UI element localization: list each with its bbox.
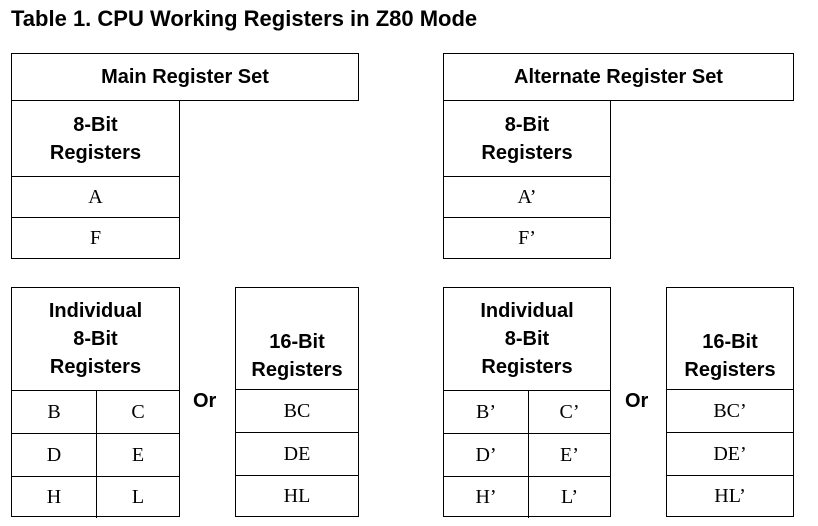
main-or-label: Or xyxy=(193,390,217,412)
alt-individual-header: Individual 8-Bit Registers xyxy=(444,288,610,391)
main-register-set-label: Main Register Set xyxy=(101,66,269,88)
main-pair-row-de: D E xyxy=(12,434,179,477)
alt-register-a: A’ xyxy=(444,177,610,218)
main-pair-row-bc: B C xyxy=(12,391,179,434)
alt-register-f: F’ xyxy=(518,227,536,249)
alt-register-hl: HL’ xyxy=(714,485,746,507)
main-register-h: H xyxy=(12,477,97,518)
main-register-c: C xyxy=(131,400,145,423)
alt-register-c: C’ xyxy=(559,400,580,423)
alt-or-label: Or xyxy=(625,390,649,412)
alt-individual-table: Individual 8-Bit Registers B’ C’ D’ E’ H… xyxy=(443,287,611,518)
alt-register-set-label: Alternate Register Set xyxy=(514,66,723,88)
alt-register-de: DE’ xyxy=(667,433,793,476)
alt-register-e: E’ xyxy=(560,443,579,466)
main-individual-table: Individual 8-Bit Registers B C D E H L xyxy=(11,287,180,518)
main-16bit-table: 16-Bit Registers BC DE HL xyxy=(235,287,359,517)
main-individual-header: Individual 8-Bit Registers xyxy=(12,288,179,391)
alt-register-l: L’ xyxy=(560,486,579,508)
alt-pair-row-bc: B’ C’ xyxy=(444,391,610,434)
alt-register-b: B’ xyxy=(444,391,529,433)
main-register-e: E xyxy=(131,443,145,466)
main-register-d: D xyxy=(12,434,97,476)
main-register-set-header: Main Register Set xyxy=(11,53,359,101)
alt-pair-row-de: D’ E’ xyxy=(444,434,610,477)
main-register-de: DE xyxy=(236,433,358,476)
alt-16bit-table: 16-Bit Registers BC’ DE’ HL’ xyxy=(666,287,794,517)
main-register-b: B xyxy=(12,391,97,433)
alt-register-h: H’ xyxy=(444,477,529,518)
alt-register-d: D’ xyxy=(444,434,529,476)
alt-register-set-header: Alternate Register Set xyxy=(443,53,794,101)
main-16bit-header: 16-Bit Registers xyxy=(236,288,358,390)
alt-8bit-header: 8-Bit Registers xyxy=(444,101,610,177)
main-pair-row-hl: H L xyxy=(12,477,179,518)
main-register-bc: BC xyxy=(236,390,358,433)
main-register-f: F xyxy=(89,227,102,249)
main-register-a: A xyxy=(12,177,179,218)
main-8bit-header: 8-Bit Registers xyxy=(12,101,179,177)
alt-8bit-table: 8-Bit Registers A’ F’ xyxy=(443,100,611,259)
table-title: Table 1. CPU Working Registers in Z80 Mo… xyxy=(11,6,478,31)
main-8bit-table: 8-Bit Registers A F xyxy=(11,100,180,259)
main-register-l: L xyxy=(131,486,145,508)
alt-register-bc: BC’ xyxy=(667,390,793,433)
alt-16bit-header: 16-Bit Registers xyxy=(667,288,793,390)
main-register-hl: HL xyxy=(283,485,311,507)
alt-pair-row-hl: H’ L’ xyxy=(444,477,610,518)
